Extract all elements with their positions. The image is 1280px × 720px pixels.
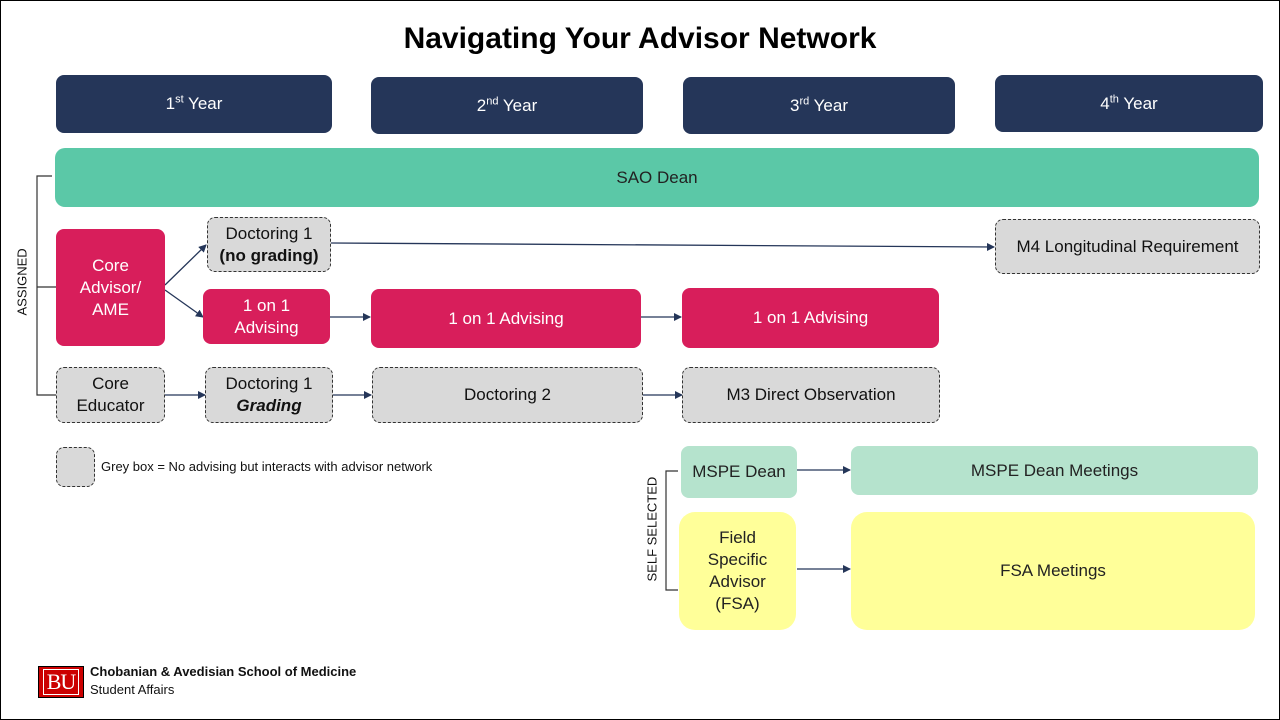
department-name: Student Affairs [90, 682, 175, 697]
doctoring1-grading-box: Doctoring 1 Grading [205, 367, 333, 423]
self-selected-label: SELF SELECTED [644, 476, 660, 582]
core-advisor-box: Core Advisor/ AME [56, 229, 165, 346]
legend-swatch [56, 447, 95, 487]
legend-text: Grey box = No advising but interacts wit… [101, 459, 433, 474]
m4-longitudinal-box: M4 Longitudinal Requirement [995, 219, 1260, 274]
doctoring1-no-grading-box: Doctoring 1 (no grading) [207, 217, 331, 272]
fsa-box: Field Specific Advisor (FSA) [679, 512, 796, 630]
one-on-one-advising-y1: 1 on 1 Advising [203, 289, 330, 344]
fsa-meetings-box: FSA Meetings [851, 512, 1255, 630]
year-header-4: 4th Year [995, 75, 1263, 132]
year-header-1: 1st Year [56, 75, 332, 133]
one-on-one-advising-y2: 1 on 1 Advising [371, 289, 641, 348]
doctoring2-box: Doctoring 2 [372, 367, 643, 423]
one-on-one-advising-y3: 1 on 1 Advising [682, 288, 939, 348]
mspe-dean-box: MSPE Dean [681, 446, 797, 498]
core-educator-box: Core Educator [56, 367, 165, 423]
year-header-3: 3rd Year [683, 77, 955, 134]
sao-dean-box: SAO Dean [55, 148, 1259, 207]
school-name: Chobanian & Avedisian School of Medicine [90, 664, 357, 679]
mspe-dean-meetings-box: MSPE Dean Meetings [851, 446, 1258, 495]
page-title: Navigating Your Advisor Network [403, 22, 877, 55]
assigned-label: ASSIGNED [14, 248, 30, 316]
m3-direct-observation-box: M3 Direct Observation [682, 367, 940, 423]
year-header-2: 2nd Year [371, 77, 643, 134]
bu-logo: BU [38, 666, 84, 698]
